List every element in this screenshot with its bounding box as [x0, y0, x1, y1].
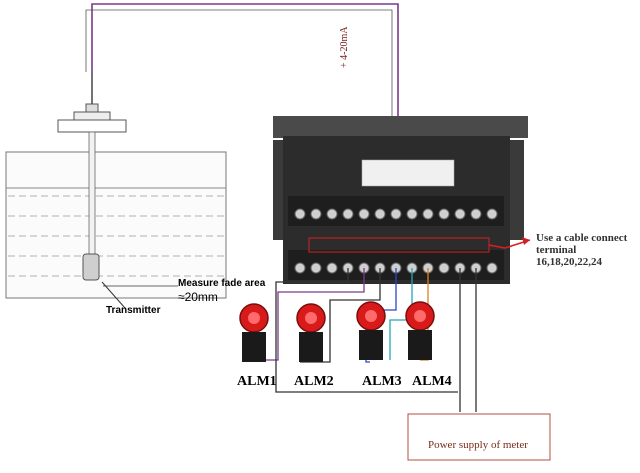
power-supply-text: Power supply of meter: [428, 439, 528, 451]
current-signal-label: + 4-20mA: [339, 27, 350, 68]
alarm-lamp-4: [405, 301, 435, 360]
signal-wire: [91, 3, 399, 212]
alarm-label-2: ALM2: [294, 374, 334, 390]
measure-fade-area-text: Measure fade area: [178, 278, 266, 289]
power-supply-label: Power supply of meter: [428, 439, 528, 451]
alarm-lamp-3: [356, 301, 386, 360]
tank-outline: [5, 151, 227, 299]
measure-fade-area-label: Measure fade area: [178, 278, 265, 289]
alarm-label-4: ALM4: [412, 374, 452, 390]
alarm-label-1-text: ALM1: [237, 374, 277, 389]
meter-label-sticker: [361, 159, 455, 187]
cable-note-line2: terminal: [536, 244, 577, 256]
fade-distance-label: ≈20mm: [178, 290, 218, 304]
fade-distance-text: ≈20mm: [178, 290, 218, 304]
cable-note-line3: 16,18,20,22,24: [536, 256, 602, 268]
power-supply-box: [407, 413, 551, 461]
liquid-level-lines: [8, 195, 224, 277]
terminal-row-top: [294, 208, 498, 220]
tank-top-plate: [57, 119, 127, 133]
alarm-label-3-text: ALM3: [362, 374, 402, 389]
cable-note-line1: Use a cable connect: [536, 232, 628, 244]
signal-wire-2: [85, 9, 393, 212]
alarm-label-4-text: ALM4: [412, 374, 452, 389]
transmitter-label: Transmitter: [106, 305, 160, 316]
alarm-label-2-text: ALM2: [294, 374, 334, 389]
meter-panel: [273, 116, 528, 284]
current-signal-text: + 4-20mA: [339, 26, 350, 68]
alarm-label-3: ALM3: [362, 374, 402, 390]
cable-note: Use a cable connect terminal 16,18,20,22…: [536, 232, 627, 268]
transmitter-text: Transmitter: [106, 305, 161, 316]
alarm-label-1: ALM1: [237, 374, 277, 390]
alarm-lamp-2: [296, 303, 326, 362]
liquid-tank: [5, 119, 227, 299]
alarm-lamp-1: [239, 303, 269, 362]
annotation-arrow: [488, 239, 531, 249]
